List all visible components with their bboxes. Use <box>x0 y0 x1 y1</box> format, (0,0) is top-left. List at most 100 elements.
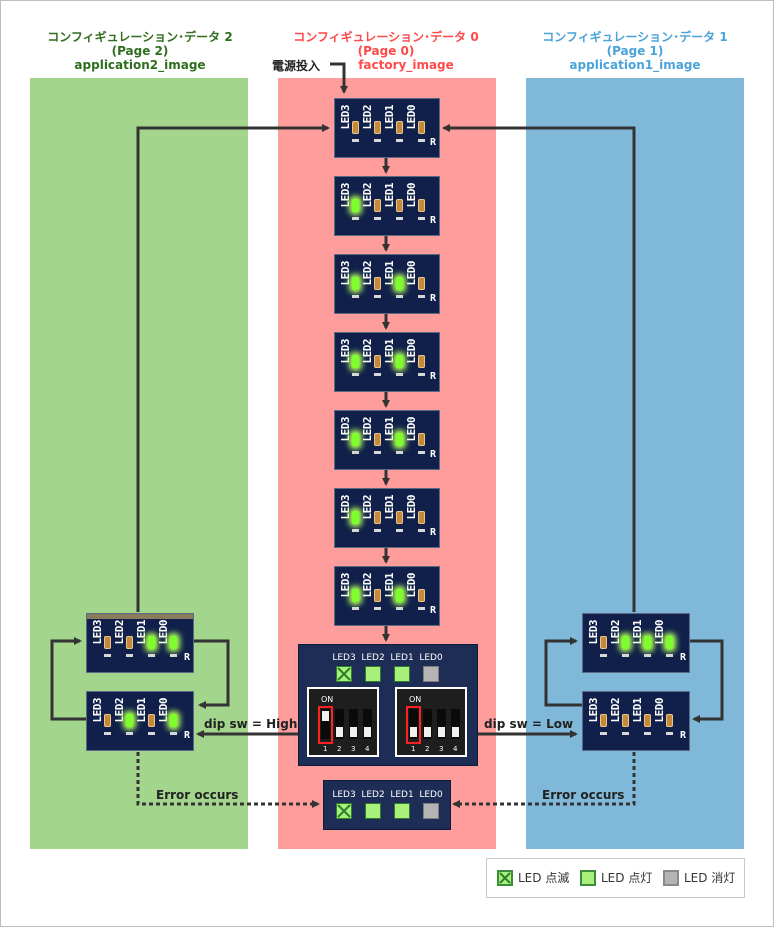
board-pad <box>352 607 359 610</box>
led3-blink-indicator <box>336 803 352 819</box>
header-title: コンフィギュレーション･データ 2 <box>47 30 233 44</box>
board-led2-led <box>374 121 381 134</box>
board-led3-silk: LED3 <box>587 698 600 723</box>
header-config-2: コンフィギュレーション･データ 2 (Page 2) application2_… <box>10 30 270 72</box>
board-led2-silk: LED2 <box>609 620 622 645</box>
board-led3-silk: LED3 <box>339 183 352 208</box>
header-title: コンフィギュレーション･データ 0 <box>293 30 479 44</box>
board-r-silk: R <box>679 730 686 741</box>
board-pad <box>418 451 425 454</box>
board-led2-led <box>374 355 381 368</box>
board-r-silk: R <box>429 527 436 538</box>
header-image: application1_image <box>569 58 701 72</box>
board-led1-silk: LED1 <box>383 573 396 598</box>
board-led1-silk: LED1 <box>383 339 396 364</box>
dip-key-1 <box>321 709 330 739</box>
board-led0-led <box>418 511 425 524</box>
board-pad <box>600 654 607 657</box>
board-led0-led <box>418 277 425 290</box>
error-arrow-right <box>452 752 636 808</box>
board-pad <box>352 451 359 454</box>
board-pad <box>352 217 359 220</box>
board-pad <box>352 295 359 298</box>
dip-num: 3 <box>439 745 444 753</box>
board-led2-led <box>622 636 629 649</box>
legend: LED 点滅 LED 点灯 LED 消灯 <box>486 858 745 898</box>
board-led2-led <box>374 589 381 602</box>
board-led0-silk: LED0 <box>405 105 418 130</box>
board-pad <box>374 607 381 610</box>
board-led1-led <box>396 511 403 524</box>
board-led3-silk: LED3 <box>339 573 352 598</box>
board-led0-led <box>666 636 673 649</box>
board-pad <box>666 732 673 735</box>
loop-arrow-left-inner <box>192 639 230 709</box>
board-led2-led <box>374 277 381 290</box>
board-led1-led <box>644 636 651 649</box>
dip-key-4 <box>363 709 372 739</box>
board-led0-silk: LED0 <box>653 620 666 645</box>
board-led2-led <box>622 714 629 727</box>
board-led2-silk: LED2 <box>113 620 126 645</box>
board-pad <box>148 654 155 657</box>
header-config-1: コンフィギュレーション･データ 1 (Page 1) application1_… <box>505 30 765 72</box>
loop-arrow-right-back <box>544 637 582 707</box>
board-led0-led <box>418 199 425 212</box>
board-r-silk: R <box>429 371 436 382</box>
power-on-arrow <box>330 62 348 94</box>
legend-blink-swatch <box>497 870 513 886</box>
legend-lit-label: LED 点灯 <box>601 871 653 885</box>
board-led2-silk: LED2 <box>361 573 374 598</box>
board-led1-led <box>396 433 403 446</box>
dip-on-label: ON <box>409 695 422 704</box>
board-led0-silk: LED0 <box>653 698 666 723</box>
board-pad <box>418 139 425 142</box>
dip-selected-marker <box>406 706 421 744</box>
board-led3-led <box>600 714 607 727</box>
legend-off-swatch <box>663 870 679 886</box>
legend-lit-swatch <box>580 870 596 886</box>
led3-blink-indicator <box>336 666 352 682</box>
board-led1-silk: LED1 <box>135 620 148 645</box>
board-led2-silk: LED2 <box>361 417 374 442</box>
dip-num: 4 <box>365 745 370 753</box>
led1-lit-indicator <box>394 803 410 819</box>
board-r-silk: R <box>429 293 436 304</box>
board-led2-silk: LED2 <box>361 183 374 208</box>
board-pad <box>104 654 111 657</box>
board-led0-silk: LED0 <box>405 573 418 598</box>
board-led2-led <box>374 511 381 524</box>
board-led2-led <box>126 714 133 727</box>
board-pad <box>352 139 359 142</box>
board-led3-led <box>352 277 359 290</box>
board-pad <box>418 607 425 610</box>
dip-num: 3 <box>351 745 356 753</box>
board-led1-silk: LED1 <box>383 105 396 130</box>
board-pad <box>374 373 381 376</box>
board-r-silk: R <box>183 730 190 741</box>
board-led1-led <box>396 277 403 290</box>
board-pad <box>396 295 403 298</box>
dip-num: 2 <box>425 745 430 753</box>
board-pad <box>396 529 403 532</box>
board-pad <box>148 732 155 735</box>
board-led3-led <box>600 636 607 649</box>
board-led2-led <box>126 636 133 649</box>
board-led3-silk: LED3 <box>339 495 352 520</box>
board-pad <box>352 373 359 376</box>
dip-key-2 <box>423 709 432 739</box>
board-led3-silk: LED3 <box>91 698 104 723</box>
led3-label: LED3 <box>332 653 356 663</box>
board-r-silk: R <box>429 605 436 616</box>
board-led0-silk: LED0 <box>157 620 170 645</box>
board-pad <box>352 529 359 532</box>
board-led3-led <box>104 636 111 649</box>
loop-arrow-right-top <box>442 124 636 612</box>
board-led1-led <box>396 199 403 212</box>
